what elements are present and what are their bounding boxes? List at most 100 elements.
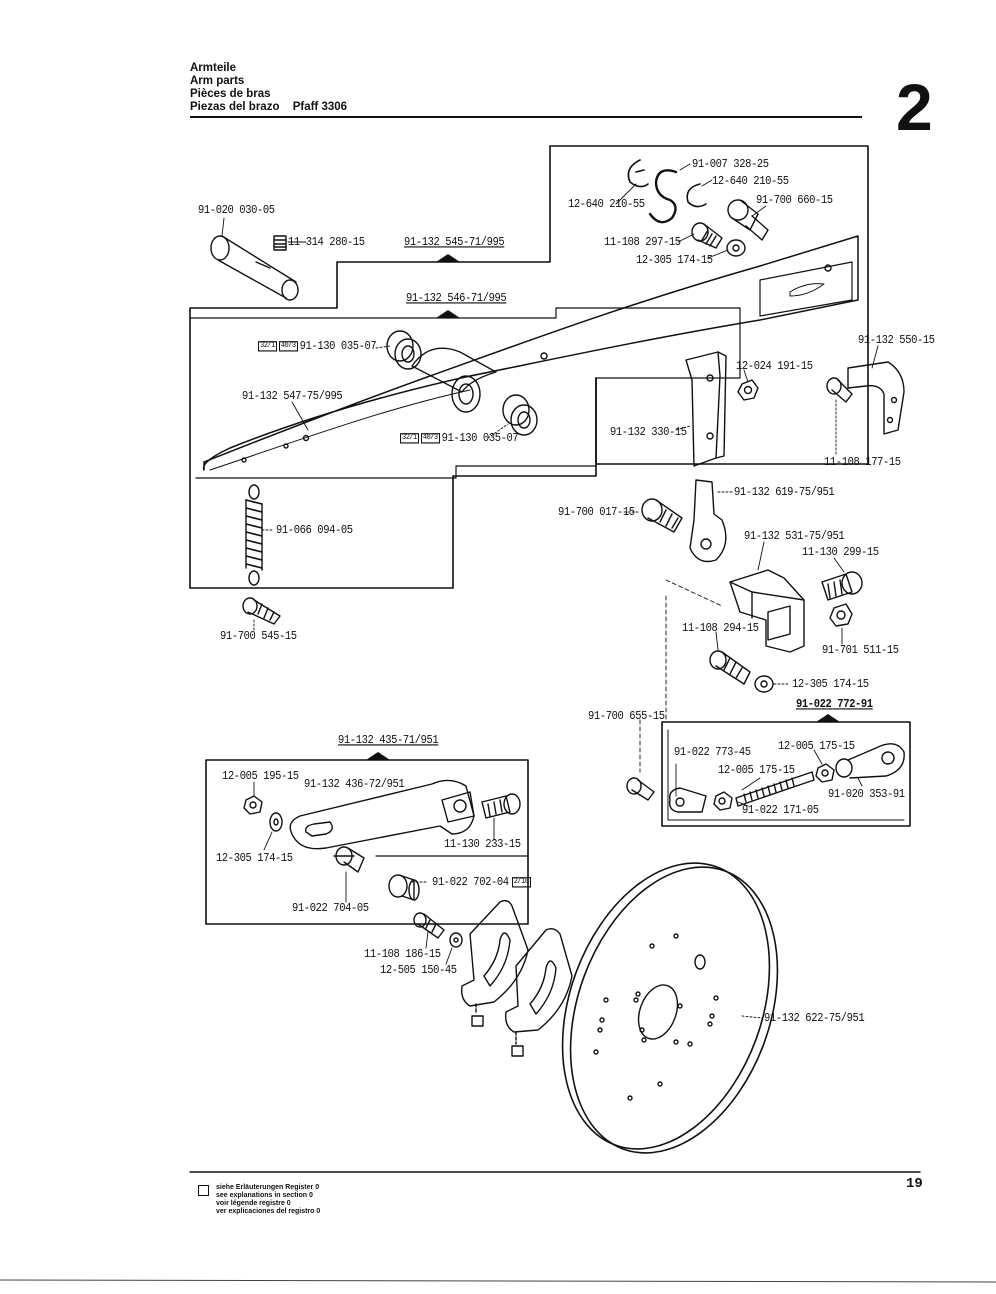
part-label-8: 12-305 174-15 bbox=[636, 254, 713, 268]
eye-bolt-773 bbox=[668, 787, 707, 813]
cam-plate-2-slot bbox=[529, 960, 557, 1015]
part-label-20: 11-130 299-15 bbox=[802, 546, 879, 560]
footnote-de: siehe Erläuterungen Register 0 bbox=[216, 1184, 320, 1191]
group-label-1: 91-132 545-71/995 bbox=[404, 236, 505, 250]
group-marker-2 bbox=[436, 310, 460, 318]
header-rule bbox=[190, 116, 862, 118]
note-legend-box bbox=[198, 1185, 209, 1196]
part-label-35-text: 91-022 702-04 bbox=[432, 876, 509, 890]
part-label-23: 91-701 511-15 bbox=[822, 644, 899, 658]
washer-upper bbox=[726, 239, 746, 257]
ball-joint-353 bbox=[835, 743, 905, 779]
threaded-rod-171 bbox=[735, 771, 815, 807]
arm-hole-3 bbox=[302, 434, 310, 442]
part-label-15: 11-108 177-15 bbox=[824, 456, 901, 470]
part-label-25: 91-700 655-15 bbox=[588, 710, 665, 724]
cam-plate-2 bbox=[504, 927, 573, 1033]
washer-150 bbox=[449, 932, 463, 948]
part-label-17: 91-700 017-15 bbox=[558, 506, 635, 520]
washer-174-b bbox=[269, 812, 283, 832]
part-label-3: 12-640 210-55 bbox=[568, 198, 645, 212]
part-label-6: 11-314 280-15 bbox=[288, 236, 365, 250]
angle-bracket bbox=[847, 361, 905, 435]
grub-screw-small bbox=[273, 235, 287, 251]
linkage-arm-slot bbox=[304, 821, 333, 837]
part-label-29: 12-005 175-15 bbox=[778, 740, 855, 754]
badge-40-3-a: 40/3 bbox=[278, 340, 298, 352]
tension-spring bbox=[245, 484, 263, 586]
linkage-arm-hole bbox=[453, 799, 467, 813]
header-en: Arm parts bbox=[190, 75, 245, 87]
header-fr: Pièces de bras bbox=[190, 88, 271, 100]
part-label-14: 91-132 330-15 bbox=[610, 426, 687, 440]
screw-177 bbox=[826, 377, 853, 403]
e-clip-2 bbox=[686, 183, 707, 208]
bracket-hole-1 bbox=[890, 396, 898, 404]
group-label-3: 91-132 435-71/951 bbox=[338, 734, 439, 748]
screw-294 bbox=[709, 650, 751, 685]
s-spring bbox=[648, 169, 678, 224]
part-label-34: 12-305 174-15 bbox=[216, 852, 293, 866]
stud-660 bbox=[727, 199, 769, 241]
nut-195 bbox=[243, 795, 263, 815]
part-label-37: 11-108 186-15 bbox=[364, 948, 441, 962]
frame-arm bbox=[189, 307, 741, 479]
clamp-block-slot bbox=[767, 605, 791, 641]
assembly-line-1 bbox=[639, 579, 723, 773]
part-label-30: 12-005 175-15 bbox=[718, 764, 795, 778]
part-label-32: 91-022 171-05 bbox=[742, 804, 819, 818]
nut-175-a bbox=[713, 791, 733, 811]
cam-plate-1 bbox=[460, 899, 529, 1007]
footnote-en: see explanations in section 0 bbox=[216, 1192, 313, 1199]
arm-lever bbox=[202, 235, 859, 471]
part-label-26: 12-005 195-15 bbox=[222, 770, 299, 784]
pivot-hub bbox=[411, 347, 497, 393]
group-marker-3 bbox=[366, 752, 390, 760]
blade-hole-2 bbox=[706, 432, 714, 440]
group-label-2: 91-132 546-71/995 bbox=[406, 292, 507, 306]
pivot-bore-inner bbox=[458, 383, 474, 405]
note-box-1 bbox=[471, 1015, 484, 1027]
chapter-number: 2 bbox=[896, 70, 933, 144]
screw-233 bbox=[481, 793, 521, 819]
part-label-7: 11-108 297-15 bbox=[604, 236, 681, 250]
page-number: 19 bbox=[906, 1176, 923, 1192]
part-label-10-text: 91-130 035-07 bbox=[299, 340, 377, 354]
e-clip bbox=[627, 159, 649, 188]
frame-ballhead bbox=[661, 721, 911, 827]
part-label-4: 91-700 660-15 bbox=[756, 194, 833, 208]
header-model: Pfaff 3306 bbox=[292, 101, 348, 113]
arm-hole-1 bbox=[824, 264, 832, 272]
part-label-13-text: 91-130 035-07 bbox=[441, 432, 519, 446]
clamp-block-edge bbox=[729, 581, 805, 619]
part-label-27: 91-132 436-72/951 bbox=[304, 778, 405, 792]
frame-ballhead-inner bbox=[667, 729, 905, 821]
group-marker-1 bbox=[436, 254, 460, 262]
axle-pin bbox=[210, 235, 299, 301]
part-label-24: 12-305 174-15 bbox=[792, 678, 869, 692]
header-es-text: Piezas del brazo bbox=[190, 101, 280, 113]
washer-mid bbox=[754, 675, 774, 693]
small-lever bbox=[689, 479, 727, 563]
part-label-11: 12-024 191-15 bbox=[736, 360, 813, 374]
part-label-12: 91-132 547-75/995 bbox=[242, 390, 343, 404]
screw-655 bbox=[626, 777, 655, 801]
screw-297 bbox=[691, 222, 723, 249]
cam-plate-1-slot bbox=[483, 932, 511, 987]
part-label-22: 11-108 294-15 bbox=[682, 622, 759, 636]
blade-plate-edge bbox=[715, 351, 727, 459]
leader-lines bbox=[221, 163, 879, 1019]
badge-40-3-b: 40/3 bbox=[420, 432, 440, 444]
footnote-fr: voir légende registre 0 bbox=[216, 1200, 291, 1207]
badge-2-10: 2/10 bbox=[511, 876, 531, 888]
blade-plate bbox=[685, 351, 721, 467]
stud-704 bbox=[333, 846, 365, 873]
part-label-9: 91-132 550-15 bbox=[858, 334, 935, 348]
footnote-es: ver explicaciones del registro 0 bbox=[216, 1208, 321, 1215]
arm-hole-4 bbox=[283, 443, 289, 449]
part-label-39: 91-132 622-75/951 bbox=[764, 1012, 865, 1026]
note-box-2 bbox=[511, 1045, 524, 1057]
group-label-4: 91-022 772-91 bbox=[796, 698, 873, 712]
